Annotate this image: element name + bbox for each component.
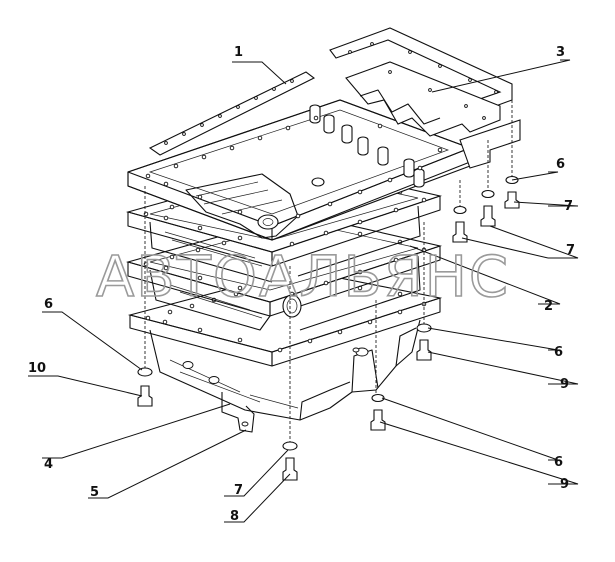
gasket-strip-1: [148, 71, 316, 156]
callout-6-right: 6: [554, 345, 563, 360]
callout-3: 3: [556, 45, 565, 60]
callout-7-upper-right: 7: [564, 199, 573, 214]
callout-labels: 1 3 6 7 7 2 6 10 6 9 4 6 9 5 7 8: [28, 45, 575, 524]
callout-6-upper-right: 6: [556, 157, 565, 172]
callout-7-bottom: 7: [234, 483, 243, 498]
callout-6-lower-right: 6: [554, 455, 563, 470]
fasteners: [137, 175, 520, 481]
leader-lines: [28, 59, 579, 523]
watermark-text: АВТОАЛЬЯНС: [96, 245, 510, 310]
callout-2: 2: [544, 299, 553, 314]
callout-6-left: 6: [44, 297, 53, 312]
callout-9-right: 9: [560, 377, 569, 392]
top-frame-plate: [127, 99, 471, 241]
callout-7-right: 7: [566, 243, 575, 258]
callout-10: 10: [28, 361, 46, 376]
callout-1: 1: [234, 45, 243, 60]
callout-5: 5: [90, 485, 99, 500]
alignment-lines: [144, 100, 513, 444]
gasket-part-3: [329, 27, 521, 169]
callout-8: 8: [230, 509, 239, 524]
callout-9-lower-right: 9: [560, 477, 569, 492]
callout-4: 4: [44, 457, 53, 472]
